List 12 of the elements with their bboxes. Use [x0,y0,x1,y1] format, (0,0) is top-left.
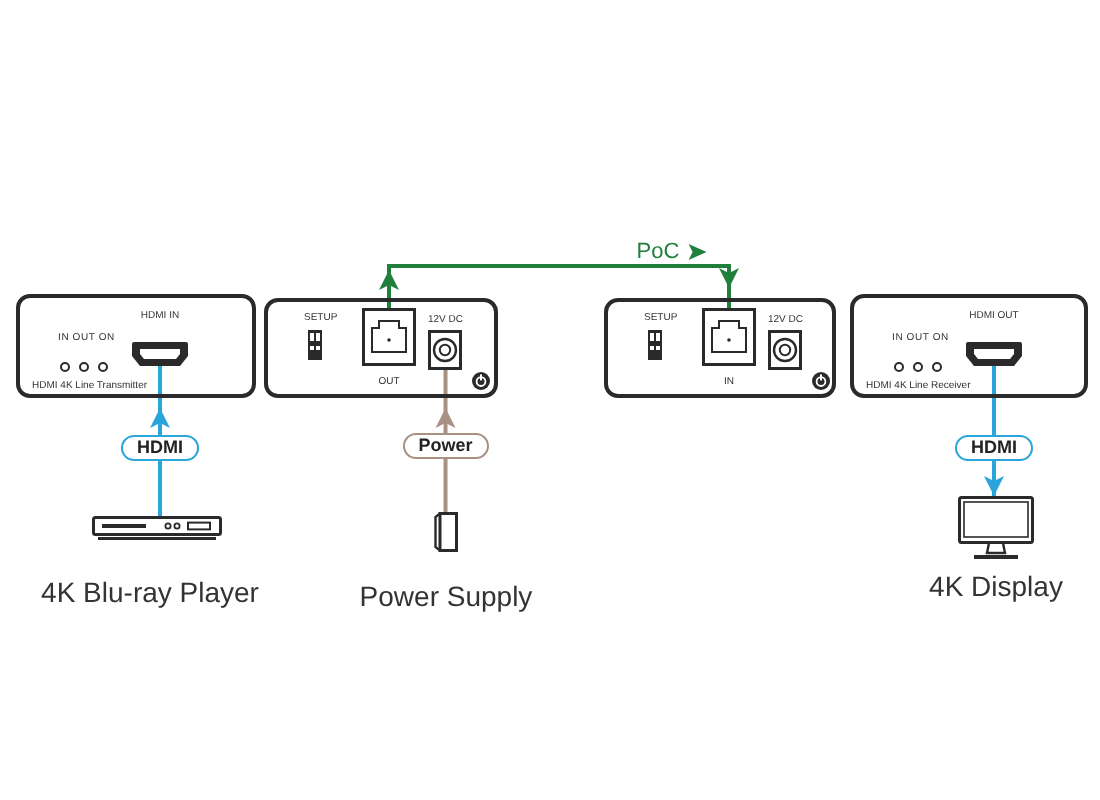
edge-label: HDMI [955,435,1033,461]
device-caption: Power Supply [359,580,533,614]
device-panel [604,298,836,398]
device-panel [16,294,256,398]
edge-label: Power [402,433,489,459]
arrow [379,264,739,308]
edge-label: PoC [636,240,680,264]
device-panel [264,298,498,398]
device-caption: 4K Blu-ray Player [41,576,259,610]
device-panel [850,294,1088,398]
device-caption: 4K Display [929,570,1063,604]
edge-label: HDMI [121,435,199,461]
